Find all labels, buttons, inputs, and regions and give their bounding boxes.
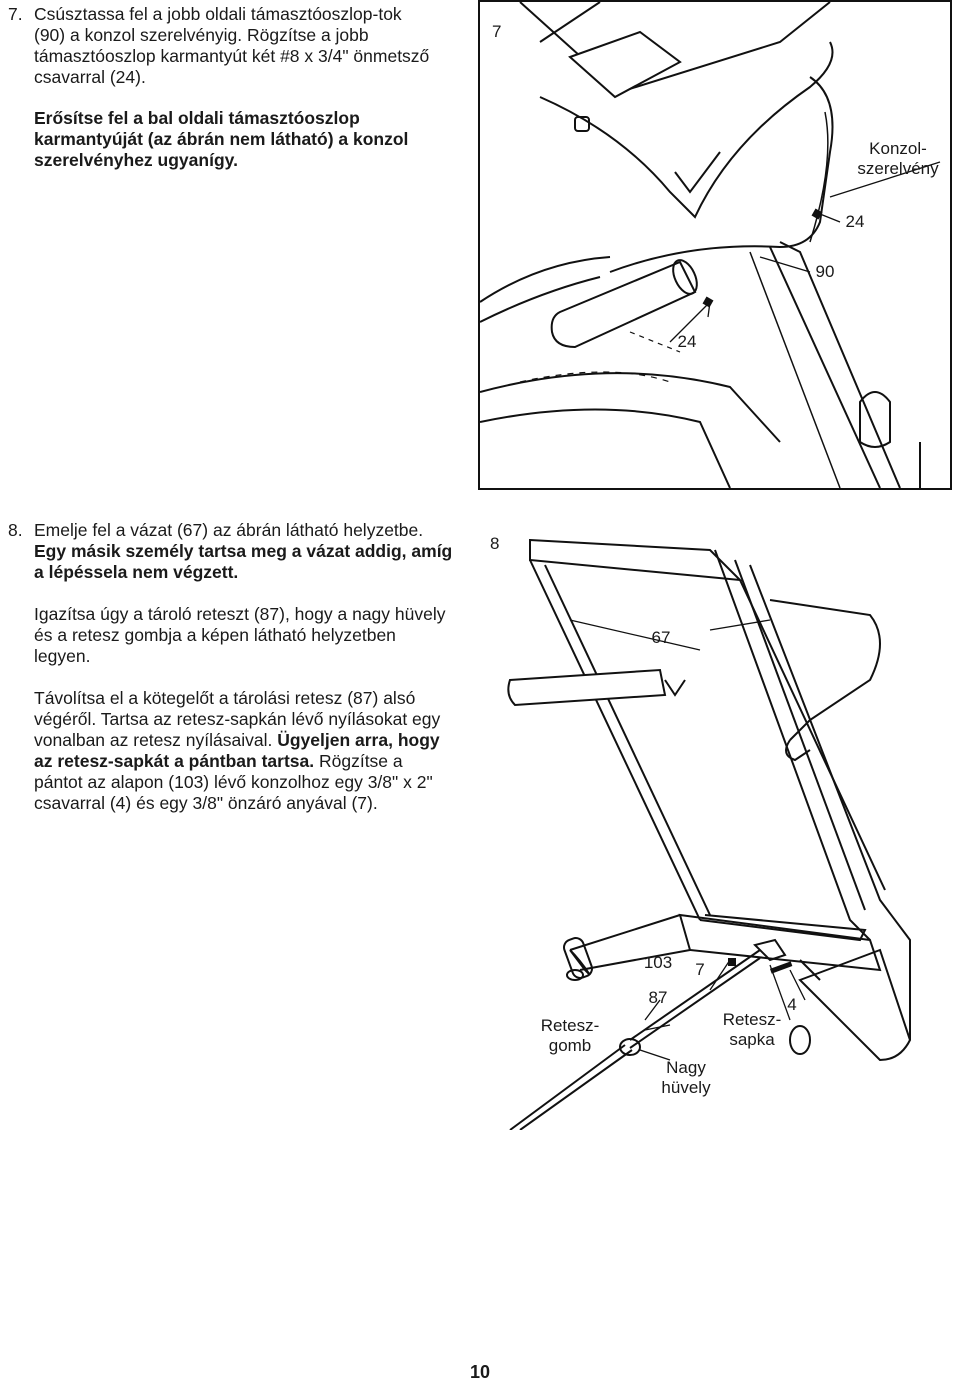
label-base-103: 103: [643, 953, 673, 972]
step-8-paragraph-3: Távolítsa el a kötegelőt a tárolási rete…: [34, 688, 454, 814]
label-latch-cap: Retesz- sapka: [722, 1010, 782, 1049]
label-latch-knob: Retesz- gomb: [540, 1016, 600, 1055]
step-8-text: Emelje fel a vázat (67) az ábrán látható…: [34, 520, 454, 814]
step-8-paragraph-2: Igazítsa úgy a tároló reteszt (87), hogy…: [34, 604, 446, 666]
label-nut-7: 7: [695, 960, 705, 979]
step-7-paragraph-2: Erősítse fel a bal oldali támasztóoszlop…: [34, 108, 409, 170]
label-upright-90: 90: [815, 262, 835, 281]
label-console-assembly: Konzol- szerelvény: [857, 139, 939, 178]
step-7-text: Csúsztassa fel a jobb oldali támasztóosz…: [34, 4, 434, 171]
label-bolt-4: 4: [787, 995, 797, 1014]
step-7-paragraph-1: Csúsztassa fel a jobb oldali támasztóosz…: [34, 4, 430, 87]
figure-8: 8: [470, 520, 940, 1131]
step-7-number: 7.: [8, 4, 23, 24]
figure-8-number: 8: [490, 534, 500, 553]
step-8-paragraph-1: Emelje fel a vázat (67) az ábrán látható…: [34, 520, 454, 583]
step-8-p3-plain-2: Rögzítse a pántot az alapon (103) lévő k…: [34, 751, 433, 813]
step-8-p1-bold: Egy másik személy tartsa meg a vázat add…: [34, 541, 453, 582]
label-large-sleeve: Nagy hüvely: [661, 1058, 711, 1097]
figure-7-number: 7: [492, 22, 502, 41]
figure-8-drawing: [507, 538, 912, 1131]
step-8-p3-plain-1: Távolítsa el a kötegelőt a tárolási rete…: [34, 688, 441, 750]
page-number: 10: [469, 1362, 491, 1382]
label-frame-67: 67: [651, 628, 671, 647]
label-latch-87: 87: [648, 988, 668, 1007]
step-8-number: 8.: [8, 520, 23, 540]
label-screw-24-top: 24: [845, 212, 865, 231]
step-8-p1-plain: Emelje fel a vázat (67) az ábrán látható…: [34, 520, 424, 540]
figure-7-drawing: [480, 2, 941, 488]
figure-7: 7: [478, 0, 952, 490]
label-screw-24-bottom: 24: [677, 332, 697, 351]
step-8-p3-bold: Ügyeljen arra, hogy az retesz-sapkát a p…: [34, 730, 440, 771]
